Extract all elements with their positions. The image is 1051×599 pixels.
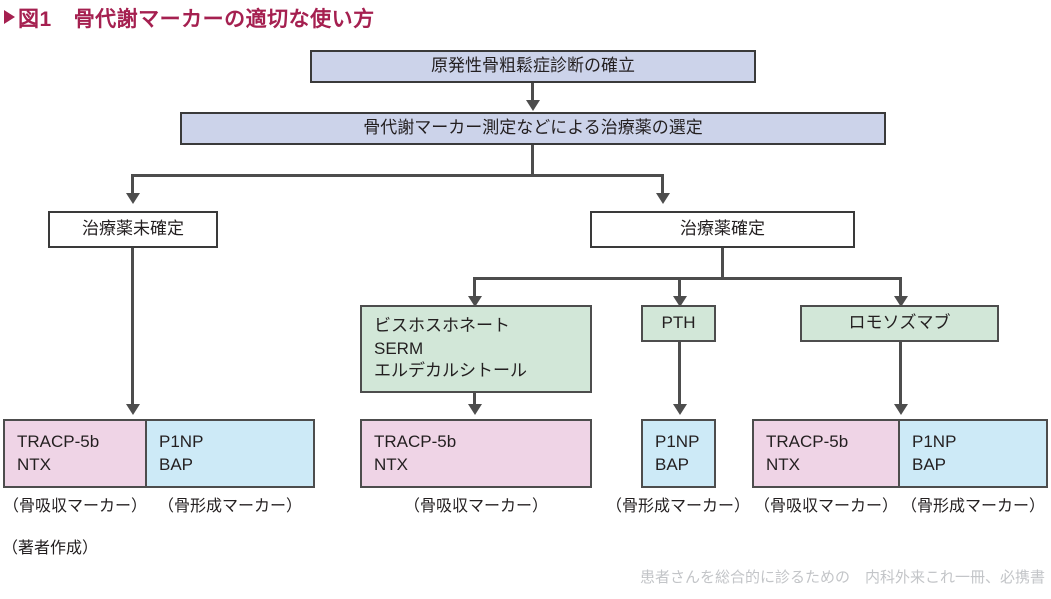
caption-formation-3: （骨形成マーカー） — [605, 498, 750, 515]
connector-bisphosphonate-to-markers — [473, 393, 476, 406]
node-marker-resorption-1: TRACP-5b NTX — [3, 419, 147, 488]
connector-split-bus-top — [131, 174, 664, 177]
connector-step2-down — [531, 145, 534, 174]
connector-to-pth — [678, 277, 681, 298]
footer-note: 患者さんを総合的に診るための 内科外来これ一冊、必携書 — [639, 569, 1045, 586]
node-marker-formation-3: P1NP BAP — [641, 419, 716, 488]
connector-drug-bus — [473, 277, 902, 280]
arrowhead-undetermined-to-markers — [126, 404, 140, 415]
arrowhead-to-romosozumab — [894, 296, 908, 307]
page-title: 図1 骨代謝マーカーの適切な使い方 — [4, 3, 375, 33]
arrowhead-to-determined — [656, 193, 670, 204]
arrowhead-bisphosphonate-to-markers — [468, 404, 482, 415]
connector-step1-step2 — [531, 83, 534, 103]
connector-to-undetermined — [131, 174, 134, 195]
source-note: （著者作成） — [2, 540, 99, 557]
node-drug-undetermined: 治療薬未確定 — [48, 211, 218, 248]
arrowhead-step1-step2 — [526, 100, 540, 111]
connector-to-bisphosphonate — [473, 277, 476, 298]
connector-undetermined-to-markers — [131, 248, 134, 406]
node-marker-formation-4: P1NP BAP — [898, 419, 1048, 488]
arrowhead-pth-to-markers — [673, 404, 687, 415]
arrowhead-romosozumab-to-markers — [894, 404, 908, 415]
figure-number: 図1 — [18, 8, 52, 31]
caption-resorption-1: （骨吸収マーカー） — [3, 498, 148, 515]
caption-resorption-2: （骨吸収マーカー） — [403, 498, 548, 515]
connector-romosozumab-to-markers — [899, 342, 902, 406]
figure-title-text: 骨代謝マーカーの適切な使い方 — [73, 8, 375, 31]
node-marker-resorption-4: TRACP-5b NTX — [752, 419, 900, 488]
connector-pth-to-markers — [678, 342, 681, 406]
connector-to-romosozumab — [899, 277, 902, 298]
triangle-right-icon — [4, 10, 15, 24]
arrowhead-to-bisphosphonate — [468, 296, 482, 307]
caption-formation-4: （骨形成マーカー） — [900, 498, 1045, 515]
connector-to-determined — [661, 174, 664, 195]
node-marker-formation-1: P1NP BAP — [145, 419, 315, 488]
node-drug-romosozumab: ロモソズマブ — [800, 305, 999, 342]
node-marker-based-drug-selection: 骨代謝マーカー測定などによる治療薬の選定 — [180, 112, 886, 145]
node-drug-bisphosphonate-serm-eldecalcitol: ビスホスホネート SERM エルデカルシトール — [360, 305, 592, 393]
node-drug-determined: 治療薬確定 — [590, 211, 855, 248]
node-marker-resorption-2: TRACP-5b NTX — [360, 419, 592, 488]
arrowhead-to-undetermined — [126, 193, 140, 204]
arrowhead-to-pth — [673, 296, 687, 307]
caption-formation-1: （骨形成マーカー） — [157, 498, 302, 515]
caption-resorption-4: （骨吸収マーカー） — [753, 498, 898, 515]
node-diagnosis-established: 原発性骨粗鬆症診断の確立 — [310, 50, 756, 83]
connector-determined-down — [721, 248, 724, 277]
node-drug-pth: PTH — [641, 305, 716, 342]
